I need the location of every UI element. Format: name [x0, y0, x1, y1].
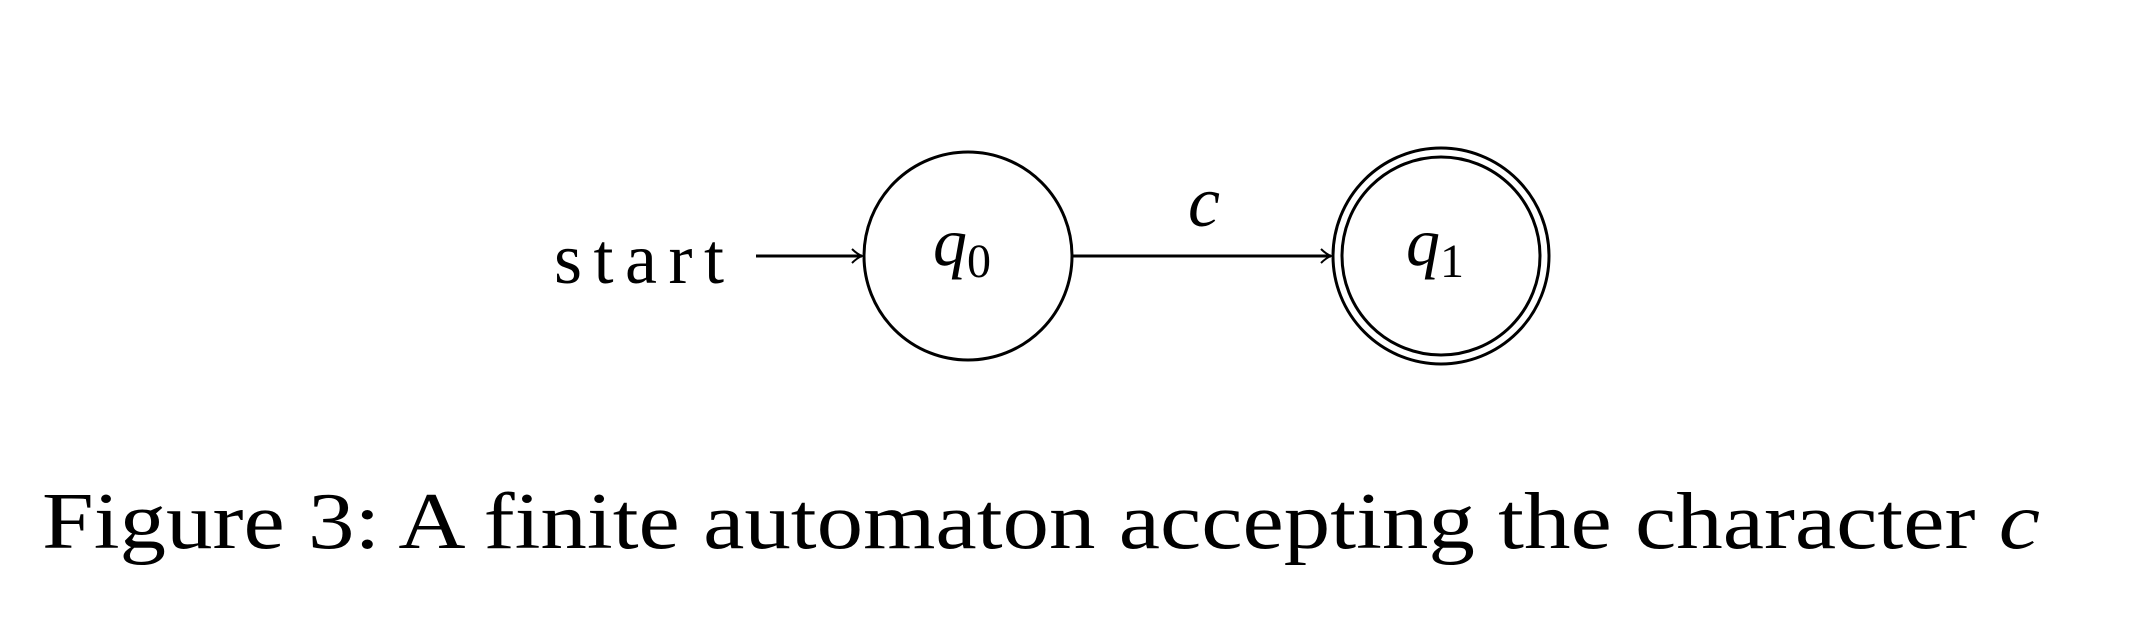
caption-symbol: c [1999, 478, 2040, 566]
svg-text:q1: q1 [1406, 204, 1464, 288]
state-q0-subscript: 0 [967, 235, 991, 288]
state-q1-accepting: q1 [1331, 146, 1551, 366]
state-q1-subscript: 1 [1440, 235, 1464, 288]
start-label: start [554, 219, 724, 299]
state-q0: q0 [862, 150, 1074, 362]
svg-text:q0: q0 [933, 204, 991, 288]
transition-label: c [1188, 162, 1220, 242]
state-q0-name: q [933, 204, 967, 280]
state-q1-name: q [1406, 204, 1440, 280]
caption-text: Figure 3: A finite automaton accepting t… [42, 478, 1999, 566]
figure-caption: Figure 3: A finite automaton accepting t… [42, 478, 2040, 566]
